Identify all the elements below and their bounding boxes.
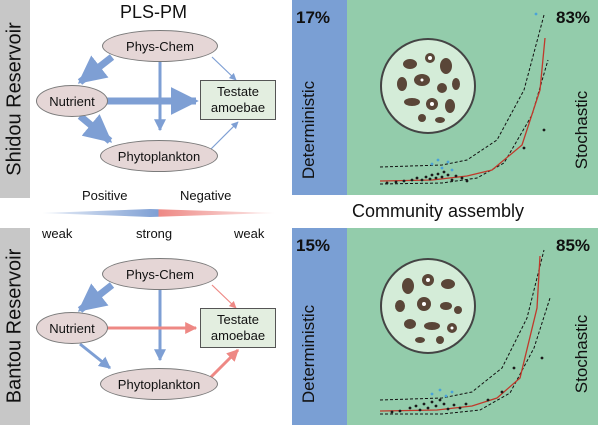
arrow-nutrient-phyto-top (77, 113, 113, 144)
reservoir-strip-top (0, 0, 30, 198)
assembly-panel-top: 17% 83% Deterministic Stochastic (292, 0, 598, 195)
lower-ci-curve (379, 59, 549, 185)
legend-negative: Negative (180, 188, 232, 203)
legend-weak-left: weak (42, 226, 73, 241)
testate-amoebae-illustration (395, 274, 462, 344)
null-model-plot-top (379, 12, 549, 185)
data-points (390, 356, 544, 414)
highlighted-points (430, 388, 454, 398)
legend-strong: strong (136, 226, 173, 241)
fit-line (379, 37, 546, 182)
box-testate-bottom: Testate amoebae (200, 308, 276, 348)
node-phytoplankton-bottom: Phytoplankton (100, 368, 218, 400)
arrow-phyto-testate-top (209, 121, 239, 151)
plspm-title: PLS-PM (120, 2, 188, 22)
deterministic-region-bottom (292, 228, 347, 425)
microbe-circle-top (380, 38, 476, 134)
legend-weak-right: weak (234, 226, 265, 241)
fit-line (379, 255, 541, 412)
microbe-circle-bottom (380, 258, 476, 354)
community-assembly-label: Community assembly (352, 201, 525, 221)
box-testate-top: Testate amoebae (200, 80, 276, 120)
arrow-nutrient-phyto-bottom (79, 342, 111, 370)
node-phytoplankton-top: Phytoplankton (100, 140, 218, 172)
stochastic-pct-top: 83% (556, 8, 591, 27)
upper-ci-curve (379, 14, 545, 168)
legend-positive: Positive (82, 188, 128, 203)
testate-amoebae-illustration (397, 53, 460, 123)
reservoir-strip-bottom (0, 228, 30, 425)
highlighted-points (430, 12, 538, 172)
node-physchem-top: Phys-Chem (102, 30, 218, 62)
data-points (385, 128, 546, 185)
deterministic-pct-bottom: 15% (296, 236, 331, 255)
deterministic-pct-top: 17% (296, 8, 331, 27)
null-model-plot-bottom (379, 249, 551, 415)
node-physchem-bottom: Phys-Chem (102, 258, 218, 290)
arrow-physchem-testate-top (211, 56, 237, 81)
arrow-physchem-testate-bottom (211, 284, 237, 309)
arrow-physchem-nutrient-bottom (77, 282, 115, 313)
stochastic-pct-bottom: 85% (556, 236, 591, 255)
legend-gradient-bar (42, 209, 275, 217)
node-nutrient-bottom: Nutrient (36, 312, 108, 344)
node-nutrient-top: Nutrient (36, 85, 108, 117)
upper-ci-curve (379, 249, 545, 401)
assembly-panel-bottom: 15% 85% Deterministic Stochastic (292, 228, 598, 425)
lower-ci-curve (380, 297, 551, 415)
arrow-phyto-testate-bottom (208, 348, 240, 380)
arrow-physchem-nutrient-top (77, 54, 115, 85)
pathway-arrows (42, 54, 275, 380)
deterministic-region-top (292, 0, 347, 195)
